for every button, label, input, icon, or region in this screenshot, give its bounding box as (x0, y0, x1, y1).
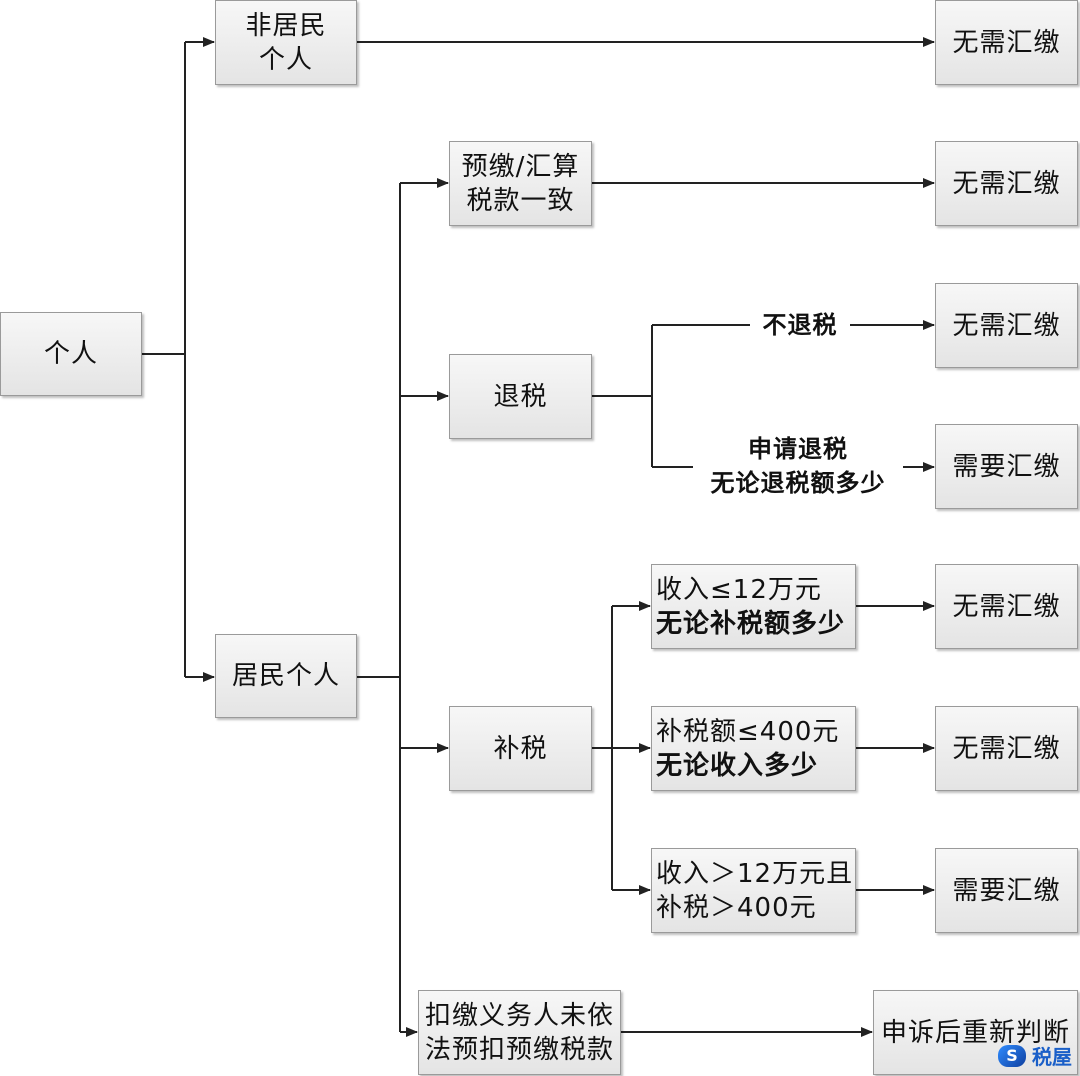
node-cond-both-high-line2: 补税＞400元 (656, 892, 817, 923)
node-cond-both-high: 收入＞12万元且 补税＞400元 (651, 848, 856, 933)
node-pay-more: 补税 (449, 706, 592, 791)
node-cond-tax-low-line1: 补税额≤400元 (656, 716, 840, 747)
outcome-tax-low-label: 无需汇缴 (952, 733, 1061, 764)
watermark-logo: S 税屋 (998, 1041, 1072, 1070)
outcome-no-refund-label: 无需汇缴 (952, 310, 1061, 341)
outcome-income-low-label: 无需汇缴 (952, 591, 1061, 622)
s-logo-icon: S (998, 1044, 1026, 1067)
node-cond-income-low-line1: 收入≤12万元 (656, 574, 822, 605)
node-non-resident-line2: 个人 (258, 44, 313, 75)
outcome-apply-refund: 需要汇缴 (935, 424, 1078, 509)
node-withholding-line2: 法预扣预缴税款 (424, 1034, 614, 1065)
node-consistent: 预缴/汇算 税款一致 (449, 141, 592, 226)
node-refund: 退税 (449, 354, 592, 439)
edge-label-apply-refund: 申请退税 无论退税额多少 (693, 432, 903, 500)
node-refund-label: 退税 (493, 381, 548, 412)
outcome-income-low: 无需汇缴 (935, 564, 1078, 649)
node-cond-tax-low: 补税额≤400元 无论收入多少 (651, 706, 856, 791)
node-cond-income-low: 收入≤12万元 无论补税额多少 (651, 564, 856, 649)
edge-label-apply-refund-line1: 申请退税 (748, 435, 848, 463)
node-cond-both-high-line1: 收入＞12万元且 (656, 858, 854, 889)
node-withholding: 扣缴义务人未依 法预扣预缴税款 (418, 990, 621, 1075)
outcome-apply-refund-label: 需要汇缴 (952, 451, 1061, 482)
edge-label-no-refund-text: 不退税 (762, 311, 838, 339)
outcome-tax-low: 无需汇缴 (935, 706, 1078, 791)
node-consistent-line1: 预缴/汇算 (461, 151, 580, 182)
outcome-non-resident-label: 无需汇缴 (952, 27, 1061, 58)
node-resident-label: 居民个人 (231, 661, 340, 691)
node-non-resident: 非居民 个人 (215, 0, 357, 85)
outcome-appeal-label: 申诉后重新判断 (880, 1017, 1070, 1048)
outcome-both-high-label: 需要汇缴 (952, 875, 1061, 906)
node-individual-label: 个人 (43, 339, 98, 369)
outcome-both-high: 需要汇缴 (935, 848, 1078, 933)
edge-label-apply-refund-line2: 无论退税额多少 (710, 469, 886, 497)
node-consistent-line2: 税款一致 (466, 185, 575, 216)
watermark-text: 税屋 (1032, 1045, 1072, 1069)
outcome-no-refund: 无需汇缴 (935, 283, 1078, 368)
node-withholding-line1: 扣缴义务人未依 (424, 1000, 614, 1031)
outcome-appeal: 申诉后重新判断 (873, 990, 1078, 1075)
node-non-resident-line1: 非居民 (245, 10, 327, 41)
edge-label-no-refund: 不退税 (750, 308, 850, 342)
outcome-non-resident: 无需汇缴 (935, 0, 1078, 85)
node-cond-income-low-line2: 无论补税额多少 (656, 608, 846, 639)
node-resident: 居民个人 (215, 634, 357, 718)
outcome-consistent-label: 无需汇缴 (952, 168, 1061, 199)
node-individual: 个人 (0, 312, 142, 396)
node-pay-more-label: 补税 (493, 733, 548, 764)
node-cond-tax-low-line2: 无论收入多少 (656, 750, 819, 781)
outcome-consistent: 无需汇缴 (935, 141, 1078, 226)
